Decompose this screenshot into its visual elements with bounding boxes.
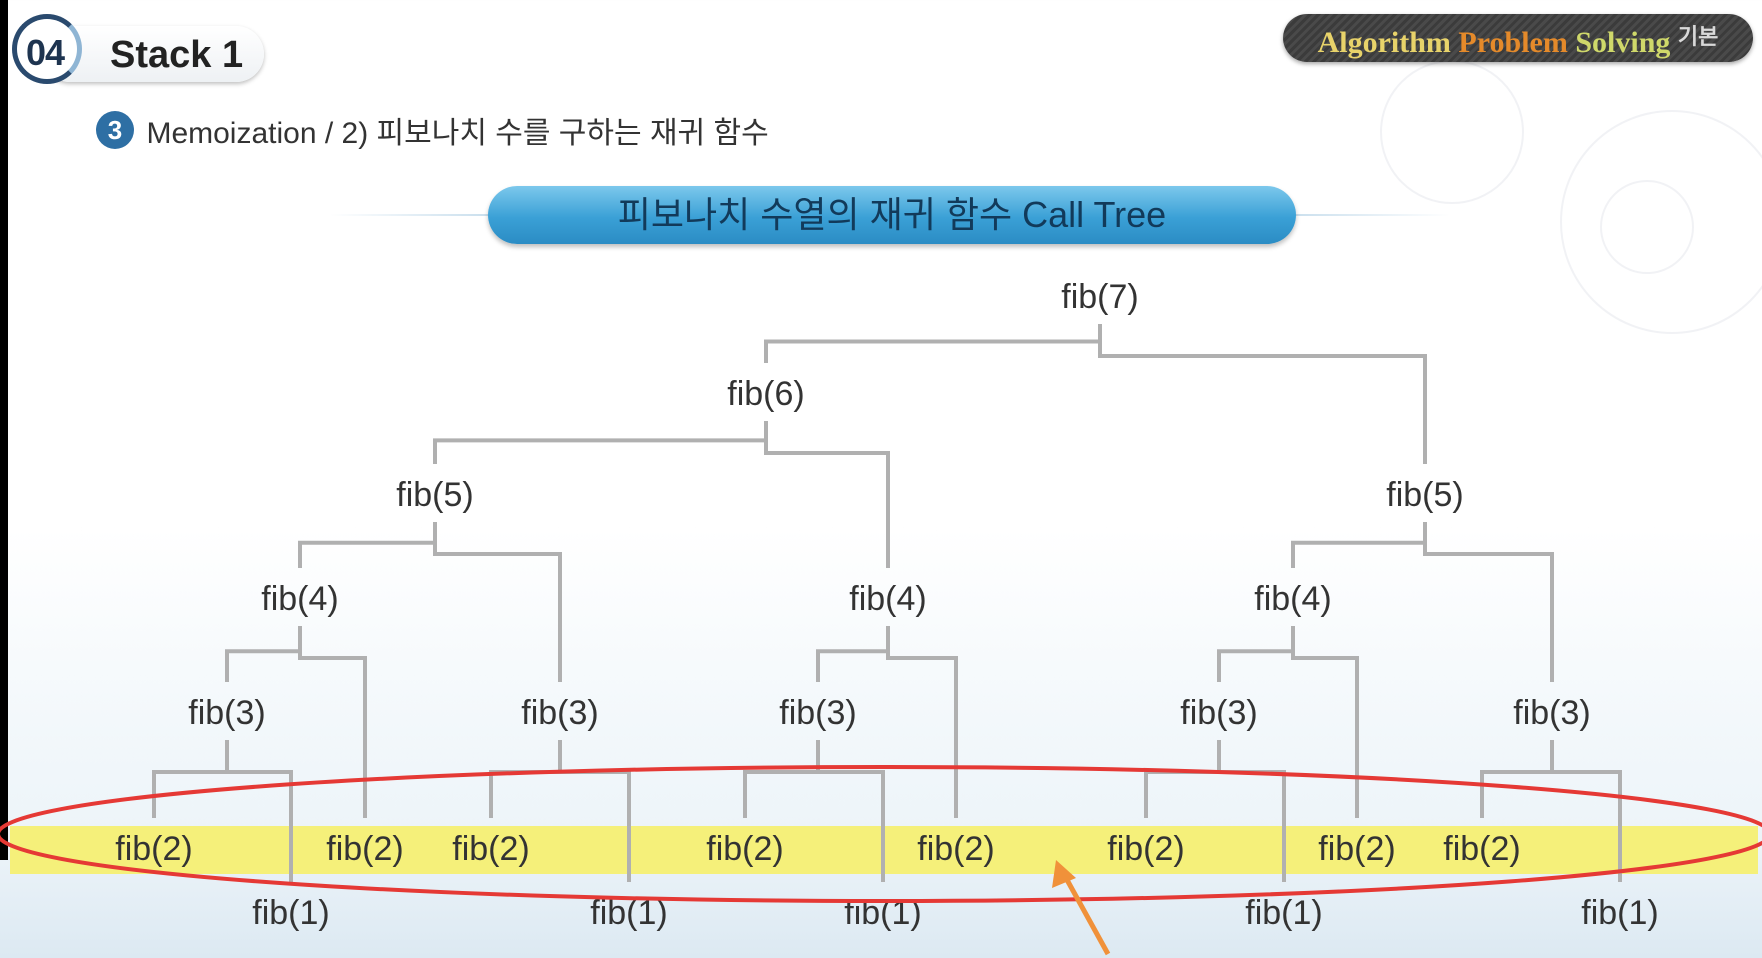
tree-node-label: fib(2) — [1318, 830, 1395, 868]
tree-node-label: fib(2) — [1443, 830, 1520, 868]
tree-node-label: fib(2) — [115, 830, 192, 868]
tree-node-label: fib(3) — [521, 694, 598, 732]
tree-edge — [225, 626, 302, 682]
tree-edge — [433, 522, 562, 682]
section-heading: 3 Memoization / 2) 피보나치 수를 구하는 재귀 함수 — [96, 108, 769, 152]
diagram-title: 피보나치 수열의 재귀 함수 Call Tree — [617, 194, 1167, 235]
tree-node-label: fib(2) — [326, 830, 403, 868]
tree-node-label: fib(2) — [1107, 830, 1184, 868]
tree-node-label: fib(4) — [849, 580, 926, 618]
decorative-circle — [1600, 180, 1694, 274]
brand-word-solving: Solving — [1575, 26, 1671, 59]
tree-node-label: fib(1) — [252, 894, 329, 932]
tree-edge — [886, 626, 958, 818]
tree-edge — [1098, 324, 1427, 464]
tree-node-label: fib(3) — [779, 694, 856, 732]
tree-node-label: fib(6) — [727, 375, 804, 413]
tree-edge — [298, 522, 437, 568]
tree-edge — [298, 626, 367, 818]
left-edge-bar — [0, 0, 8, 958]
tree-edge — [816, 626, 890, 682]
tree-labels: fib(7) fib(6) fib(5) fib(5) fib(4) fib(4) fib(… — [115, 278, 1658, 932]
brand-word-basic: 기본 — [1677, 25, 1719, 50]
tree-node-label: fib(4) — [261, 580, 338, 618]
section-number-badge: 3 — [96, 111, 134, 149]
tree-node-label: fib(4) — [1254, 580, 1331, 618]
tree-edge — [743, 740, 820, 818]
tree-edge — [1144, 740, 1221, 818]
section-title: Memoization / 2) 피보나치 수를 구하는 재귀 함수 — [146, 117, 769, 150]
tree-edge — [764, 324, 1102, 363]
tree-edge — [225, 740, 293, 882]
decorative-circle — [1560, 110, 1762, 334]
arrow-shaft — [1063, 876, 1111, 956]
tree-edge — [489, 740, 562, 818]
tree-edges — [152, 324, 1622, 882]
tree-edge — [1217, 626, 1295, 682]
tree-node-label: fib(1) — [1581, 894, 1658, 932]
tree-edge — [764, 421, 890, 568]
tree-node-label: fib(1) — [1245, 894, 1322, 932]
brand-word-algorithm: Algorithm — [1317, 26, 1451, 59]
brand-word-problem: Problem — [1458, 26, 1568, 59]
tree-edge — [1291, 626, 1359, 818]
tree-edge — [1423, 522, 1554, 682]
highlight-ellipse — [0, 765, 1762, 903]
chapter-ring-icon — [12, 14, 82, 84]
tree-edge — [816, 740, 885, 882]
tree-node-label: fib(2) — [452, 830, 529, 868]
tree-edge — [433, 421, 768, 464]
tree-node-label: fib(5) — [396, 476, 473, 514]
tree-node-label: fib(3) — [1180, 694, 1257, 732]
chapter-title: Stack 1 — [110, 34, 244, 76]
tree-node-label: fib(3) — [188, 694, 265, 732]
tree-node-label: fib(7) — [1061, 278, 1138, 316]
tree-edge — [152, 740, 229, 818]
tree-edge — [1550, 740, 1622, 882]
tree-node-label: fib(5) — [1386, 476, 1463, 514]
chapter-number: 04 — [26, 32, 65, 73]
tree-node-label: fib(2) — [917, 830, 994, 868]
tree-node-label: fib(3) — [1513, 694, 1590, 732]
chapter-header: 04 Stack 1 — [12, 10, 264, 84]
tree-node-label: fib(2) — [706, 830, 783, 868]
tree-edge — [1291, 522, 1427, 568]
tree-edge — [1480, 740, 1554, 818]
diagram-title-banner: 피보나치 수열의 재귀 함수 Call Tree — [488, 186, 1296, 244]
pointer-arrow-icon — [1052, 860, 1111, 956]
brand-badge: Algorithm Problem Solving 기본 — [1283, 14, 1753, 62]
arrow-head — [1052, 860, 1076, 888]
